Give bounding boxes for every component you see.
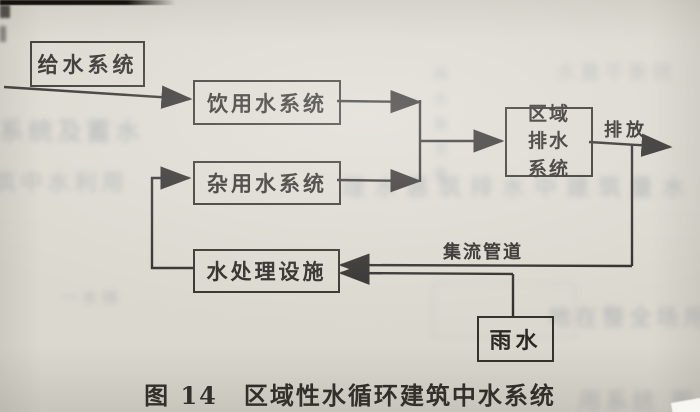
photo-edge-shadow [0, 0, 176, 5]
node-label: 饮用水系统 [207, 90, 327, 116]
node-label: 区域排水系统 [527, 102, 570, 180]
node-label: 水处理设施 [206, 259, 327, 284]
edge-misc-to-junction [336, 168, 422, 193]
photo-edge-mark [0, 5, 10, 18]
edge-drinking-to-junction [336, 89, 422, 114]
node-regional-drainage-system: 区域排水系统 [505, 103, 593, 180]
figure-number: 图 14 [144, 381, 218, 410]
collection-pipe-label: 集流管道 [443, 242, 523, 263]
edge-regional-drain-discharge [588, 133, 673, 157]
node-drinking-water-system: 饮用水系统 [193, 80, 341, 125]
node-water-treatment-facility: 水处理设施 [193, 249, 340, 293]
node-label: 给水系统 [37, 52, 138, 77]
figure-title: 区域性水循环建筑中水系统 [243, 381, 556, 410]
node-label: 雨水 [489, 328, 542, 354]
node-rainwater: 雨水 [477, 316, 554, 362]
node-water-supply-system: 给水系统 [30, 41, 145, 87]
photo-edge-mark [0, 26, 6, 42]
discharge-label: 排放 [604, 120, 648, 141]
edge-treatment-to-misc-loop [150, 166, 193, 270]
edge-rain-to-treatment [338, 261, 514, 285]
node-label: 杂用水系统 [207, 171, 327, 196]
edge-collection-pipe-to-treatment [338, 253, 633, 277]
node-misc-water-system: 杂用水系统 [193, 161, 341, 205]
edge-supply-to-drinking [3, 85, 193, 109]
figure-caption: 图 14 区域性水循环建筑中水系统 [0, 376, 700, 411]
